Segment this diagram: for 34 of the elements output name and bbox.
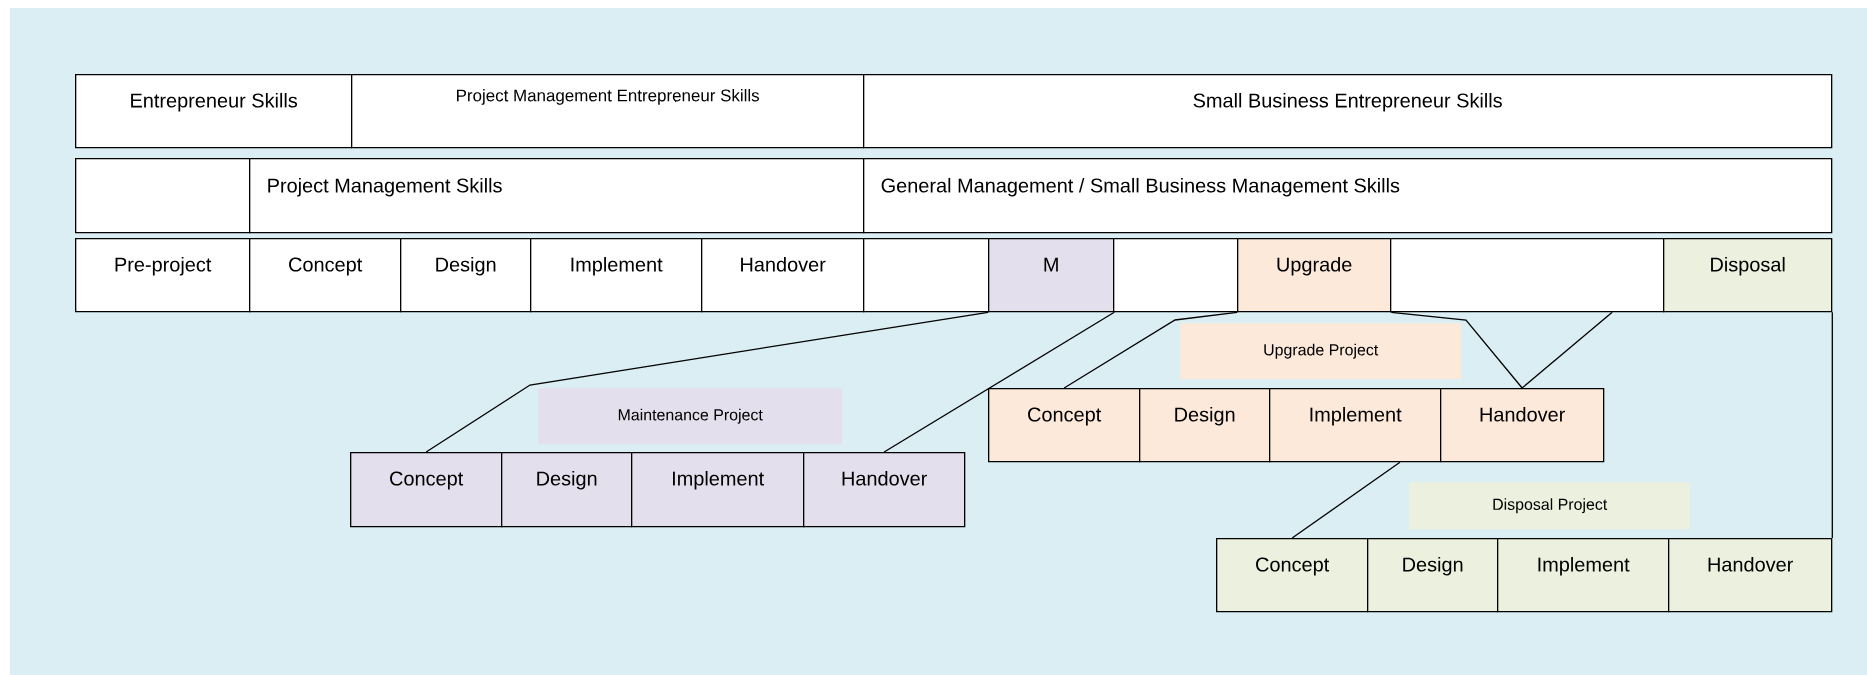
phase-cell: Implement xyxy=(631,452,805,528)
phase-cell: Handover xyxy=(803,452,966,528)
connector-line xyxy=(425,311,989,453)
phase-cell: Design xyxy=(1139,388,1271,463)
connector-line xyxy=(1390,311,1523,389)
skill-band: Project Management Entrepreneur Skills xyxy=(351,74,865,149)
phase-cell: Implement xyxy=(1269,388,1442,463)
phase-cell: Handover xyxy=(1440,388,1605,463)
connector-line xyxy=(883,311,1115,453)
project-label: Upgrade Project xyxy=(1180,323,1462,380)
phase-cell: Handover xyxy=(701,238,865,313)
phase-cell: Concept xyxy=(249,238,402,313)
skill-band: Small Business Entrepreneur Skills xyxy=(863,74,1833,149)
phase-cell: Concept xyxy=(350,452,503,528)
phase-cell: Design xyxy=(501,452,633,528)
phase-cell: Upgrade xyxy=(1237,238,1392,313)
skill-band: General Management / Small Business Management Skills xyxy=(863,158,1833,234)
connector-line xyxy=(1831,311,1833,539)
skill-band: Entrepreneur Skills xyxy=(75,74,353,149)
connector-line xyxy=(1063,311,1238,389)
project-label: Maintenance Project xyxy=(538,388,843,445)
phase-cell: Design xyxy=(400,238,532,313)
phase-cell: Pre-project xyxy=(75,238,251,313)
phase-cell: Concept xyxy=(988,388,1141,463)
connector-line xyxy=(1521,311,1613,389)
phase-cell: Design xyxy=(1367,538,1499,613)
phase-cell: Disposal xyxy=(1663,238,1833,313)
phase-cell: M xyxy=(988,238,1115,313)
project-label: Disposal Project xyxy=(1409,482,1691,530)
phase-cell: Implement xyxy=(530,238,703,313)
phase-cell: Implement xyxy=(1497,538,1670,613)
phase-cell: Concept xyxy=(1216,538,1369,613)
connector-line xyxy=(1291,461,1401,539)
phase-cell: Handover xyxy=(1668,538,1833,613)
